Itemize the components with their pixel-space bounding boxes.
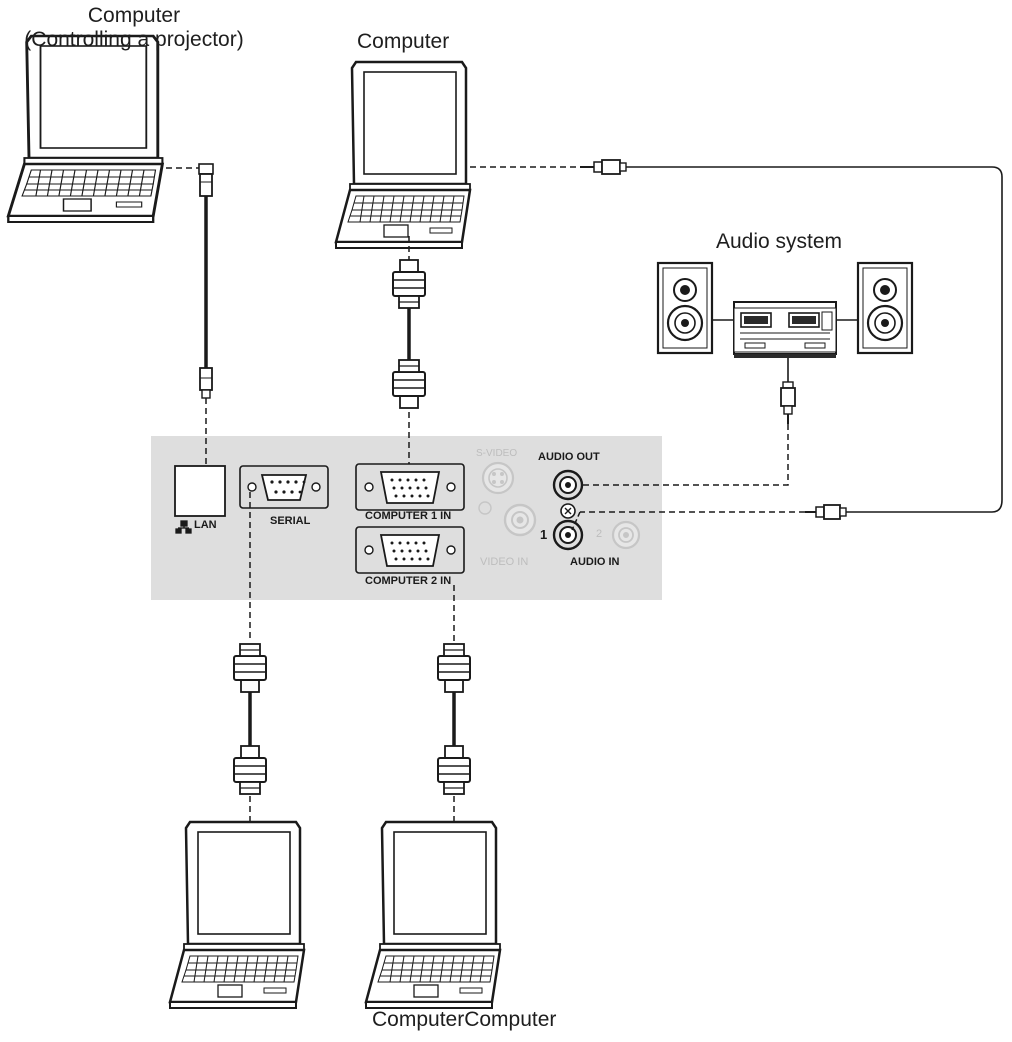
audio-system-label: Audio system (716, 230, 843, 253)
computer-top-label: Computer (357, 30, 450, 53)
audio-link-icon (560, 503, 576, 519)
audio-plug-icon (805, 504, 847, 520)
lan-symbol-icon (175, 520, 192, 534)
laptop-icon (364, 820, 502, 1010)
computer-label-line1: Computer (87, 4, 181, 27)
computer2-in-port[interactable] (355, 526, 465, 574)
laptop-icon (6, 34, 164, 224)
audio-out-label: AUDIO OUT (538, 451, 600, 463)
computer1-in-port[interactable] (355, 463, 465, 511)
vga-plug-icon (437, 643, 471, 693)
s-video-label: S-VIDEO (476, 448, 518, 459)
vga-plug-icon (233, 643, 267, 693)
video-in-port[interactable] (478, 501, 537, 537)
video-in-label: VIDEO IN (480, 556, 529, 568)
s-video-port[interactable] (481, 461, 515, 495)
laptop-icon (168, 820, 306, 1010)
vga-plug-icon (233, 745, 267, 795)
computer-label-line2: (Controlling a projector) (24, 28, 244, 52)
vga-plug-icon (392, 259, 426, 309)
audio-out-jack[interactable] (552, 469, 584, 501)
lan-port[interactable] (174, 465, 226, 517)
vga-plug-icon (392, 359, 426, 409)
audio-in-1-jack[interactable] (552, 519, 584, 551)
audio-in-2-jack[interactable] (611, 520, 641, 550)
audio-plug-icon (580, 159, 627, 175)
computer-bottom-label: ComputerComputer (372, 1008, 557, 1031)
lan-label: LAN (194, 519, 217, 531)
audio-in-1-label: 1 (540, 527, 548, 542)
stereo-icon (733, 301, 837, 358)
computer1-in-label: COMPUTER 1 IN (365, 510, 452, 522)
computer2-in-label: COMPUTER 2 IN (365, 575, 452, 587)
speaker-icon (856, 261, 914, 355)
audio-in-label: AUDIO IN (570, 556, 620, 568)
lan-plug-icon (199, 367, 213, 399)
lan-plug-icon (198, 163, 214, 197)
audio-plug-icon (780, 381, 796, 424)
vga-plug-icon (437, 745, 471, 795)
computer-controlling-label: Computer (Controlling a projector) (0, 4, 268, 52)
speaker-icon (656, 261, 714, 355)
serial-port[interactable] (239, 465, 329, 509)
audio-in-2-label: 2 (596, 528, 603, 540)
serial-label: SERIAL (270, 515, 311, 527)
laptop-icon (334, 60, 472, 250)
